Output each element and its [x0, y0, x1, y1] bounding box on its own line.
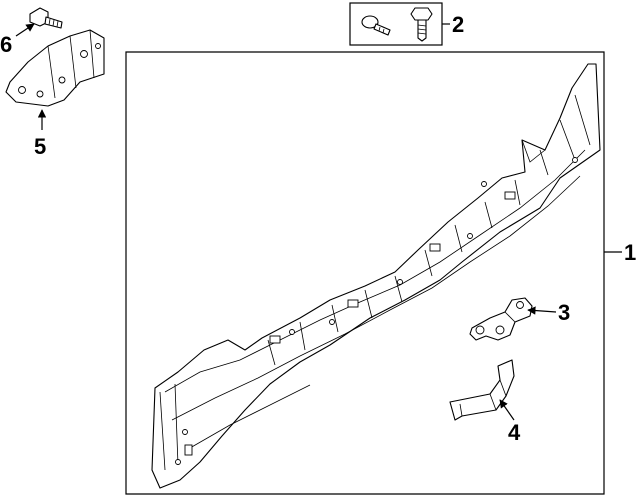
callout-4: 4 — [508, 420, 521, 445]
small-bracket — [449, 359, 515, 421]
leader-3 — [527, 306, 557, 315]
assembly-frame — [125, 51, 605, 495]
bolt — [29, 7, 63, 29]
callout-1: 1 — [624, 240, 636, 265]
mount-bracket — [5, 29, 105, 107]
bolt-icon — [410, 7, 433, 42]
callout-3: 3 — [558, 300, 570, 325]
screw-icon — [361, 15, 391, 36]
leader-6 — [15, 23, 35, 37]
rear-body-panel — [151, 63, 601, 489]
callout-6: 6 — [0, 32, 12, 57]
fastener-pair — [349, 2, 443, 46]
callout-5: 5 — [34, 134, 46, 159]
clip-bracket — [469, 297, 533, 341]
leader-4 — [499, 399, 515, 421]
callout-2: 2 — [452, 12, 464, 37]
